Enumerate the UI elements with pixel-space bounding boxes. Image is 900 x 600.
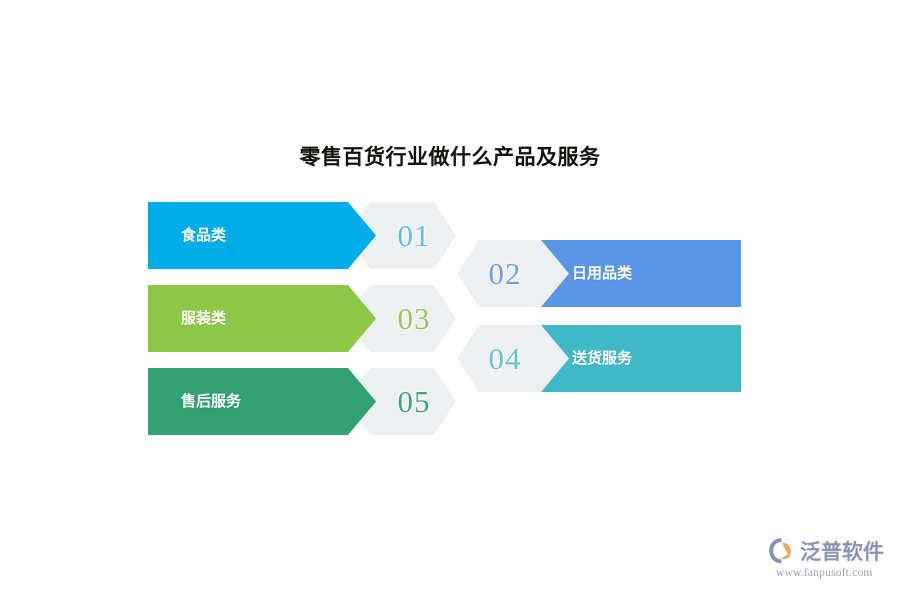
infographic-row[interactable]: 服装类 03 <box>148 285 456 352</box>
row-hexagon <box>344 202 456 269</box>
row-label: 日用品类 <box>572 265 633 282</box>
infographic-row[interactable]: 日用品类 02 <box>457 240 741 307</box>
row-label: 食品类 <box>181 227 227 244</box>
row-number: 05 <box>397 384 431 419</box>
row-bar <box>541 325 741 392</box>
brand-logo: 泛普软件 www.fanpusoft.com <box>768 535 888 585</box>
row-number: 03 <box>397 301 431 336</box>
row-shape <box>148 202 456 269</box>
row-label: 服装类 <box>181 310 227 327</box>
row-hexagon <box>344 368 456 435</box>
row-number: 04 <box>488 341 522 376</box>
infographic-row[interactable]: 售后服务 05 <box>148 368 456 435</box>
infographic-row[interactable]: 食品类 01 <box>148 202 456 269</box>
fanpu-logo-mark <box>769 538 791 564</box>
row-shape <box>148 285 456 352</box>
logo-url-text: www.fanpusoft.com <box>776 567 873 579</box>
row-shape <box>148 368 456 435</box>
row-bar <box>148 202 376 269</box>
page-title: 零售百货行业做什么产品及服务 <box>299 146 601 169</box>
row-number: 01 <box>397 218 431 253</box>
row-shape <box>457 325 741 392</box>
row-hexagon <box>457 240 569 307</box>
logo-brand-text: 泛普软件 <box>800 541 884 564</box>
row-bar <box>148 285 376 352</box>
row-bar <box>541 240 741 307</box>
row-shape <box>457 240 741 307</box>
infographic-row[interactable]: 送货服务 04 <box>457 325 741 392</box>
row-hexagon <box>344 285 456 352</box>
row-number: 02 <box>488 256 522 291</box>
row-label: 送货服务 <box>572 350 633 367</box>
row-bar <box>148 368 376 435</box>
row-label: 售后服务 <box>181 393 242 410</box>
row-hexagon <box>457 325 569 392</box>
